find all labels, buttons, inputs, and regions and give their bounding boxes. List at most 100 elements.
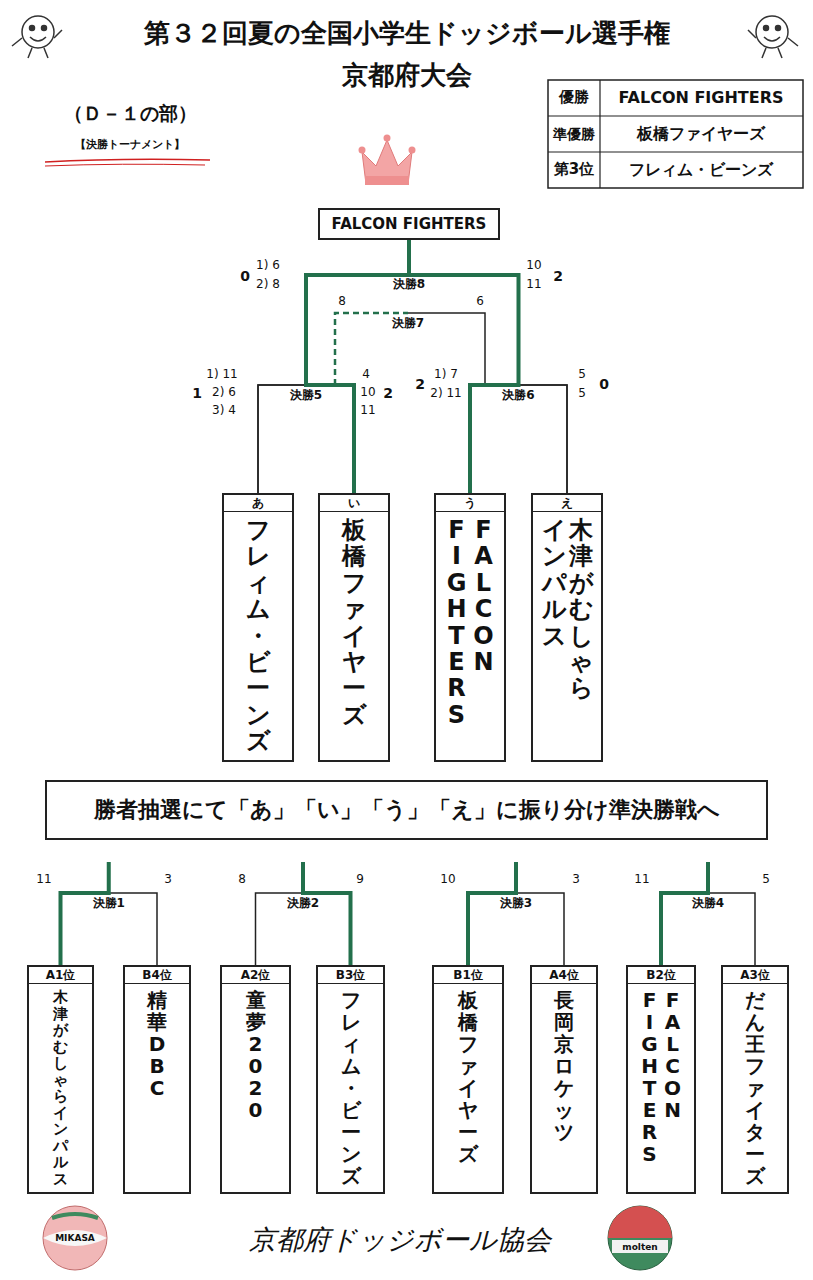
footer-text: 京都府ドッジボール協会	[249, 1224, 551, 1255]
results-table	[548, 80, 803, 188]
ball	[43, 1206, 107, 1270]
text-column: 木津がむしゃら	[569, 517, 593, 702]
seed-header: え	[533, 495, 601, 512]
text-column: インパルス	[542, 517, 566, 702]
team-box: A3位だん王ファイターズ	[721, 965, 789, 1194]
mascot	[12, 16, 62, 58]
bracket-line	[258, 385, 354, 493]
bracket-line	[468, 862, 516, 965]
score: 3) 4	[212, 404, 236, 418]
match-label: 決勝6	[500, 389, 536, 403]
seed-header: A1位	[29, 967, 92, 984]
score: 10	[440, 873, 455, 887]
seed-header: B2位	[628, 967, 694, 984]
text-column: FALCON	[663, 989, 683, 1165]
red-underline	[45, 164, 205, 166]
set-count: 0	[599, 376, 609, 392]
score: 11	[634, 873, 649, 887]
red-underline	[45, 159, 210, 162]
section-label: 【決勝トーナメント】	[75, 139, 185, 152]
score: 11	[526, 278, 541, 292]
team-name: だん王ファイターズ	[745, 989, 765, 1187]
team-box: A1位木津がむしゃらインパルス	[27, 965, 94, 1194]
team-name-area: 童夢2020	[222, 984, 289, 1126]
score: 2) 6	[212, 386, 236, 400]
score: 6	[476, 295, 484, 309]
score: 3	[164, 873, 172, 887]
score: 3	[572, 873, 580, 887]
team-box: い板橋ファイヤーズ	[318, 493, 390, 762]
score: 8	[238, 873, 246, 887]
match-label: 決勝5	[288, 389, 324, 403]
crown	[359, 135, 416, 186]
score: 11	[36, 873, 51, 887]
bracket-connector	[256, 862, 351, 965]
text-column: 木津がむしゃらインパルス	[53, 989, 68, 1187]
bracket-connector	[61, 862, 158, 965]
score: 1) 7	[434, 368, 458, 382]
seed-header: う	[436, 495, 504, 512]
table-cell: フレィム・ビーンズ	[629, 161, 773, 179]
team-box: B2位 FALCON FIGHTERS	[626, 965, 696, 1194]
seed-header: あ	[224, 495, 292, 512]
team-box: A4位長岡京ロケッツ	[530, 965, 598, 1194]
seed-header: B1位	[434, 967, 502, 984]
text-column: FIGHTERS	[640, 989, 660, 1165]
match-label: 決勝3	[498, 897, 534, 911]
set-count: 1	[192, 385, 202, 401]
table-cell: 第3位	[554, 161, 594, 178]
team-box: B1位板橋ファイヤーズ	[432, 965, 504, 1194]
match-label: 決勝8	[391, 278, 427, 292]
bracket-line	[470, 385, 567, 493]
score: 2) 8	[256, 278, 280, 292]
box-text: 勝者抽選にて「あ」「い」「う」「え」に振り分け準決勝戦へ	[94, 797, 720, 823]
mascot	[748, 16, 798, 58]
set-count: 2	[553, 268, 563, 284]
seed-header: A2位	[222, 967, 289, 984]
team-name-area: フレィム・ビーンズ	[318, 984, 383, 1192]
team-name-area: 長岡京ロケッツ	[532, 984, 596, 1148]
text-column: 長岡京ロケッツ	[554, 989, 574, 1143]
set-count: 2	[415, 376, 425, 392]
bracket-connector	[470, 385, 567, 493]
team-name: 童夢2020	[246, 989, 266, 1121]
seed-header: A3位	[723, 967, 787, 984]
team-name: 精華DBC	[147, 989, 167, 1099]
page-title: 第３２回夏の全国小学生ドッジボール選手権 京都府大会	[136, 12, 677, 96]
team-box: え木津がむしゃらインパルス	[531, 493, 603, 762]
bracket-line	[256, 893, 351, 965]
bracket-line	[61, 893, 158, 965]
match-label: 決勝4	[690, 897, 726, 911]
bracket-line	[661, 862, 708, 965]
section-label: （Ｄ－１の部）	[64, 103, 197, 125]
set-count: 0	[240, 268, 250, 284]
table-cell: 板橋ファイヤーズ	[637, 125, 765, 143]
score: 11	[360, 404, 375, 418]
score: 9	[356, 873, 364, 887]
bracket-line	[661, 893, 755, 965]
text-column: フレィム・ビーンズ	[246, 517, 270, 755]
text-column: 童夢2020	[246, 989, 266, 1121]
team-name: 木津がむしゃらインパルス	[542, 517, 593, 702]
text-column: 精華DBC	[147, 989, 167, 1099]
bracket-line	[408, 313, 567, 493]
bracket-line	[303, 862, 351, 965]
team-name-area: 板橋ファイヤーズ	[434, 984, 502, 1170]
score: 10	[526, 259, 541, 273]
ball-logo: molten	[622, 1242, 657, 1252]
match-label: 決勝7	[390, 317, 426, 331]
text-column: FIGHTERS	[445, 517, 469, 728]
text-column: だん王ファイターズ	[745, 989, 765, 1187]
team-name: 長岡京ロケッツ	[554, 989, 574, 1143]
team-name: フレィム・ビーンズ	[246, 517, 270, 755]
text-column: フレィム・ビーンズ	[341, 989, 361, 1187]
team-name-area: フレィム・ビーンズ	[224, 512, 292, 760]
notice-band: 勝者抽選にて「あ」「い」「う」「え」に振り分け準決勝戦へ	[45, 780, 768, 840]
seed-header: B3位	[318, 967, 383, 984]
score: 1) 11	[206, 368, 237, 382]
table-cell: FALCON FIGHTERS	[618, 89, 783, 107]
ball	[608, 1206, 672, 1270]
team-name-area: 木津がむしゃらインパルス	[533, 512, 601, 707]
text-column: FALCON	[472, 517, 496, 728]
